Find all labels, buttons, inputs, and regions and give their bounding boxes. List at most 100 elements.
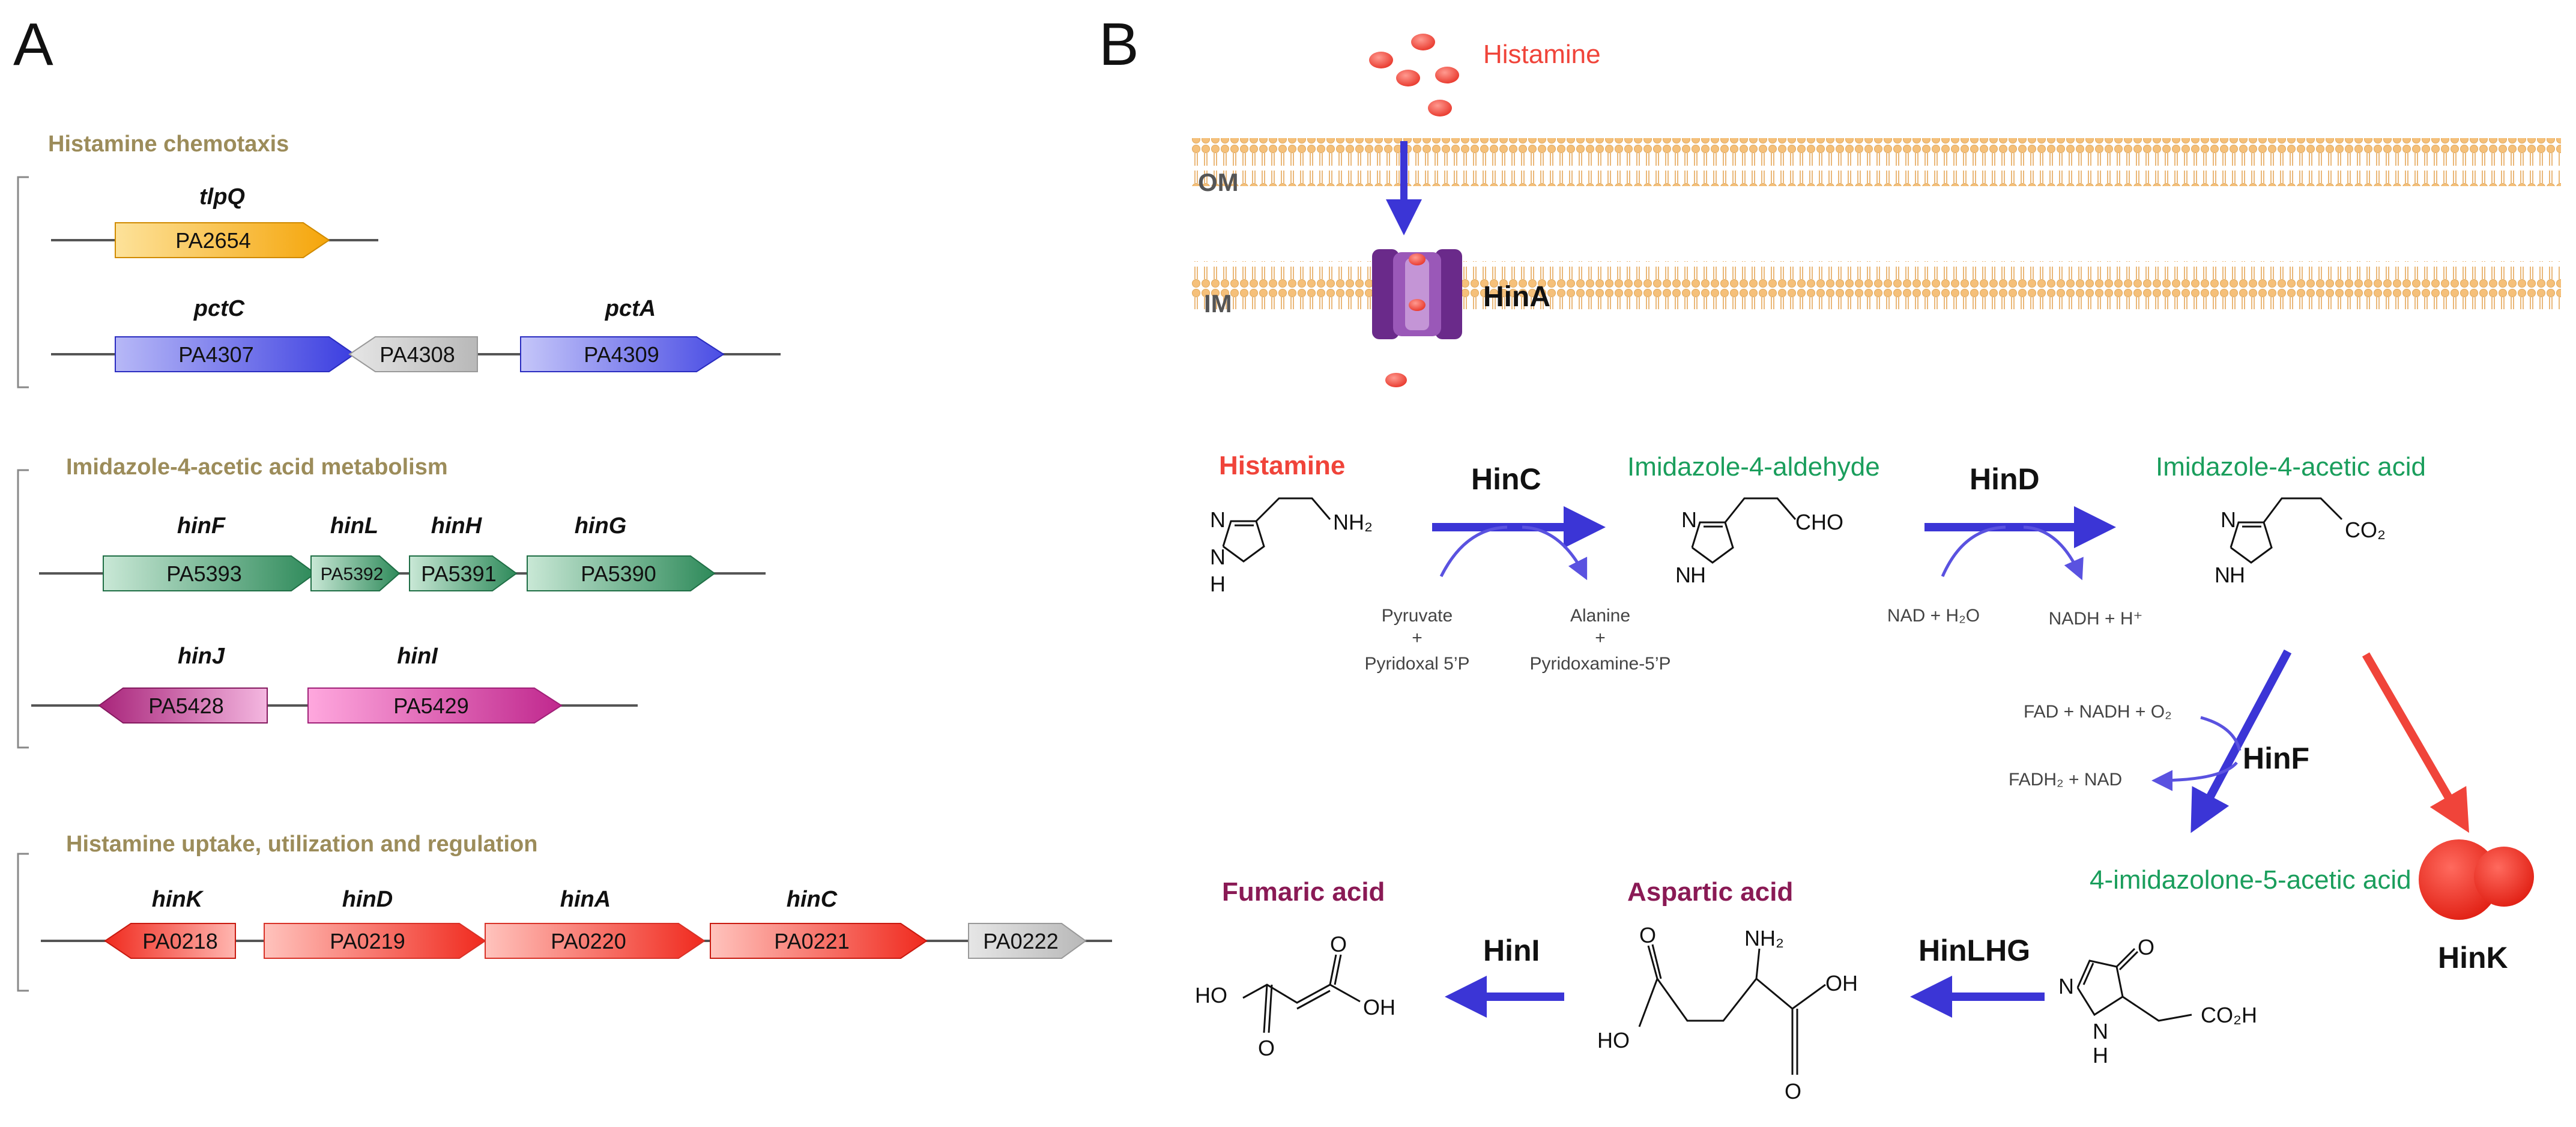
svg-text:HO: HO — [1597, 1028, 1630, 1053]
compound-histamine: Histamine — [1219, 451, 1345, 480]
gene-name: hinA — [560, 887, 611, 912]
section-bracket — [17, 853, 29, 992]
cofactor-arc-in — [2200, 716, 2242, 751]
gene-hinl: PA5392 hinL — [310, 513, 401, 591]
svg-text:CO₂: CO₂ — [2345, 518, 2386, 542]
gene-name: hinK — [152, 887, 204, 912]
enzyme-hinlhg: HinLHG — [1918, 934, 2030, 967]
gene-name: hinC — [787, 887, 838, 912]
cofactor-arc-in — [1439, 525, 1508, 578]
histamine-molecule — [1385, 373, 1407, 387]
section-bracket — [17, 176, 29, 388]
gene-locus: PA4307 — [178, 342, 253, 367]
gene-arrow — [104, 923, 236, 959]
gene-locus: PA5391 — [421, 561, 496, 586]
cofactor-fad-nadh-o2: FAD + NADH + O₂ — [2024, 702, 2172, 722]
svg-text:N: N — [2058, 974, 2074, 999]
gene-hind: PA0219 hinD — [264, 887, 486, 959]
svg-text:N: N — [1210, 507, 1226, 532]
cofactor-pyridoxal: Pyridoxal 5’P — [1364, 654, 1469, 674]
gene-name: pctA — [605, 296, 656, 321]
gene-locus: PA5428 — [148, 693, 223, 718]
svg-text:H: H — [1210, 572, 1226, 596]
svg-text:OH: OH — [1363, 995, 1395, 1020]
panel-letter-b: B — [1099, 11, 1139, 78]
gene-arrow — [307, 687, 563, 724]
gene-arrow — [115, 222, 330, 258]
section-bracket — [17, 469, 29, 749]
gene-locus: PA5390 — [581, 561, 656, 586]
gene-name: hinJ — [178, 644, 225, 669]
gene-locus: PA2654 — [175, 228, 250, 253]
svg-text:CO₂H: CO₂H — [2201, 1003, 2257, 1027]
gene-arrow — [710, 923, 928, 959]
regulation-arrow-hink — [2362, 652, 2470, 833]
histamine-label: Histamine — [1483, 40, 1601, 69]
enzyme-hink: HinK — [2438, 941, 2508, 974]
section-title: Imidazole-4-acetic acid metabolism — [66, 455, 448, 480]
gene-arrow — [264, 923, 486, 959]
svg-text:N: N — [2221, 507, 2236, 532]
gene-name: hinH — [431, 513, 483, 539]
gene-locus: PA0219 — [330, 929, 405, 953]
gene-name: tlpQ — [199, 184, 245, 210]
hink-protein — [2419, 839, 2534, 920]
gene-locus: PA0220 — [551, 929, 626, 953]
gene-locus: PA5393 — [166, 561, 241, 586]
gene-name: hinG — [575, 513, 627, 539]
gene-arrow — [310, 555, 401, 591]
outer-membrane — [1192, 138, 2561, 186]
gene-name: hinD — [342, 887, 393, 912]
gene-name: pctC — [193, 296, 245, 321]
acetic-structure: N N H CO₂ — [2215, 497, 2386, 587]
gene-pa4308: PA4308 — [348, 336, 478, 372]
enzyme-hinc: HinC — [1471, 462, 1541, 496]
gene-name: hinL — [330, 513, 378, 539]
compound-imidazole-acetic: Imidazole-4-acetic acid — [2156, 452, 2426, 482]
enzyme-hind: HinD — [1970, 462, 2040, 496]
gene-pctc: PA4307 pctC — [115, 296, 355, 372]
gene-name: hinF — [177, 513, 226, 539]
cofactor-pyruvate: Pyruvate — [1382, 606, 1453, 626]
compound-imidazolone: 4-imidazolone-5-acetic acid — [2090, 865, 2411, 895]
gene-locus: PA4308 — [379, 342, 455, 367]
cofactor-nadh-h: NADH + H⁺ — [2049, 609, 2143, 629]
gene-locus: PA0221 — [774, 929, 849, 953]
svg-text:O: O — [2138, 935, 2154, 959]
cofactor-plus: + — [1412, 628, 1423, 648]
gene-hinf: PA5393 hinF — [103, 513, 316, 591]
reaction-arrow-hinf — [2191, 649, 2292, 833]
cofactor-nad-h2o: NAD + H₂O — [1887, 606, 1980, 626]
cofactor-arc-out — [2023, 525, 2084, 581]
cofactor-pyridoxamine: Pyridoxamine-5’P — [1529, 654, 1670, 674]
svg-text:N: N — [1675, 563, 1691, 587]
svg-text:O: O — [1330, 932, 1347, 956]
compound-fumaric: Fumaric acid — [1222, 877, 1385, 907]
enzyme-hini: HinI — [1483, 934, 1540, 967]
gene-hinc: PA0221 hinC — [710, 887, 928, 959]
gene-hinh: PA5391 hinH — [409, 513, 518, 591]
svg-text:H: H — [2230, 563, 2245, 587]
svg-text:NH₂: NH₂ — [1744, 926, 1784, 950]
gene-locus: PA0222 — [983, 929, 1058, 953]
gene-arrow — [115, 336, 355, 372]
svg-text:N: N — [2093, 1019, 2108, 1044]
aldehyde-structure: N N H CHO — [1675, 497, 1843, 587]
outer-membrane-label: OM — [1198, 168, 1239, 196]
compound-imidazole-aldehyde: Imidazole-4-aldehyde — [1627, 452, 1880, 482]
gene-pa0222: PA0222 — [968, 923, 1087, 959]
gene-arrow — [348, 336, 478, 372]
cofactor-fadh2-nad: FADH₂ + NAD — [2009, 770, 2122, 790]
section-title: Histamine uptake, utilization and regula… — [66, 832, 537, 857]
gene-hina: PA0220 hinA — [485, 887, 706, 959]
gene-locus: PA5392 — [321, 564, 384, 584]
svg-text:N: N — [2215, 563, 2230, 587]
gene-arrow — [485, 923, 706, 959]
inner-membrane-label: IM — [1204, 289, 1232, 318]
cofactor-arc-out — [2151, 761, 2238, 791]
section-title: Histamine chemotaxis — [48, 131, 289, 157]
cofactor-plus: + — [1595, 628, 1606, 648]
svg-text:O: O — [1258, 1036, 1275, 1060]
imidazolone-structure: N N H O CO₂H — [2058, 935, 2257, 1068]
svg-text:NH₂: NH₂ — [1333, 510, 1373, 534]
